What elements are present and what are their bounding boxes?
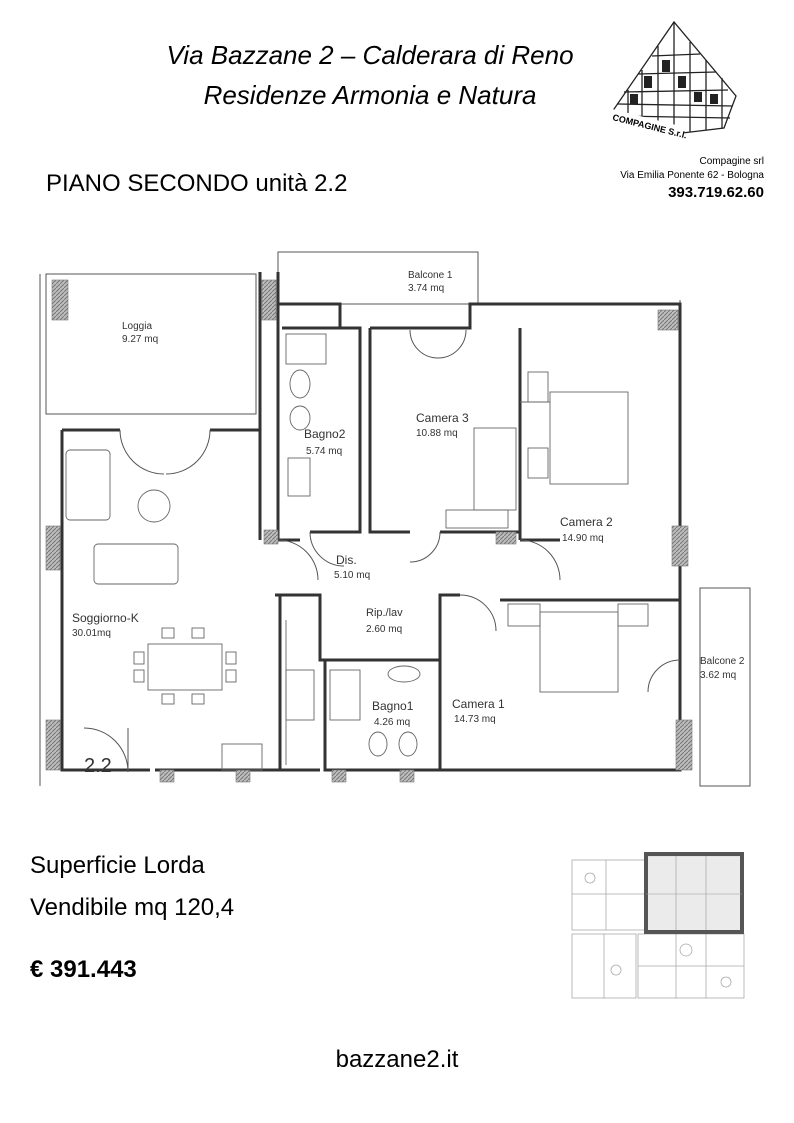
room-name-balcone2: Balcone 2 [700,656,745,667]
room-name-loggia: Loggia [122,321,152,332]
room-name-balcone1: Balcone 1 [408,270,453,281]
floor-plan: Balcone 1 3.74 mq Loggia 9.27 mq Bagno2 … [39,251,751,787]
room-area-bagno2: 5.74 mq [306,446,342,457]
room-name-dis: Dis. [336,553,357,567]
room-area-camera1: 14.73 mq [454,714,496,725]
key-plan-highlight [644,852,744,934]
room-area-camera2: 14.90 mq [562,533,604,544]
room-name-rip-lav: Rip./lav [366,607,403,619]
price: € 391.443 [30,956,137,983]
room-name-soggiorno: Soggiorno-K [72,611,139,625]
room-area-balcone1: 3.74 mq [408,283,444,294]
title-line-2: Residenze Armonia e Natura [203,80,537,110]
room-area-dis: 5.10 mq [334,570,370,581]
room-area-rip-lav: 2.60 mq [366,624,402,635]
room-area-loggia: 9.27 mq [122,334,158,345]
surface-line-1: Superficie Lorda [30,852,205,879]
room-area-soggiorno: 30.01mq [72,628,111,639]
room-name-camera2: Camera 2 [560,515,613,529]
unit-number: 2.2 [84,755,112,777]
room-name-bagno1: Bagno1 [372,699,414,713]
surface-line-2: Vendibile mq 120,4 [30,894,235,921]
room-area-balcone2: 3.62 mq [700,670,736,681]
title-line-1: Via Bazzane 2 – Calderara di Reno [166,40,574,70]
room-name-camera1: Camera 1 [452,697,505,711]
company-logo: COMPAGINE S.r.l. [604,20,737,142]
website[interactable]: bazzane2.it [335,1046,459,1073]
company-phone: 393.719.62.60 [668,184,764,201]
room-name-camera3: Camera 3 [416,411,469,425]
key-plan-thumbnail [571,852,745,999]
room-area-camera3: 10.88 mq [416,428,458,439]
company-name: Compagine srl [699,156,764,167]
room-name-bagno2: Bagno2 [304,427,346,441]
room-area-bagno1: 4.26 mq [374,717,410,728]
company-address: Via Emilia Ponente 62 - Bologna [620,170,764,181]
floor-label: PIANO SECONDO unità 2.2 [46,170,348,197]
